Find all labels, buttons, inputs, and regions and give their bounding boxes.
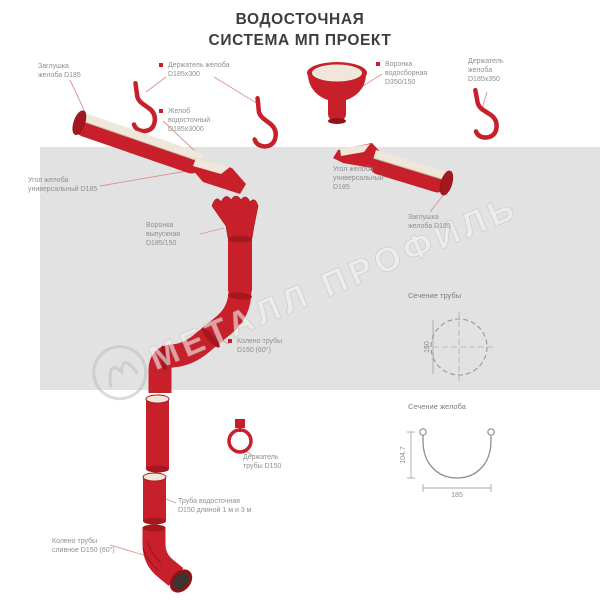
leader-plug-left [69, 79, 87, 115]
gutter-holder-icon [131, 80, 158, 134]
watermark-text: МЕТАЛЛ ПРОФИЛЬ [144, 188, 524, 378]
label-pipe-holder: Держатель трубы D150 [243, 454, 282, 471]
watermark-logo-icon [92, 345, 148, 401]
label-gutter-holder-350: Держатель желоба D185х350 [468, 58, 504, 84]
leader-elbow-drain [109, 544, 148, 557]
label-gutter-plug-left: Заглушка желоба D185 [38, 63, 81, 80]
label-bullet [376, 62, 380, 66]
gutter-left [72, 110, 204, 174]
label-corner-right: Угол желоба универсальный D185 [333, 166, 384, 192]
pipe-opening [173, 572, 189, 590]
label-section-gutter-title: Сечение желоба [408, 402, 466, 411]
pipe-holder-part [227, 419, 253, 454]
gutter-right [370, 150, 454, 196]
gutter-corner-left-part [191, 158, 246, 194]
label-pipe-elbow: Колено трубы D150 (60°) [228, 337, 282, 355]
label-corner-left: Угол желоба универсальный D185 [28, 177, 98, 194]
gutter-right-interior [373, 150, 449, 181]
gutter-left-body [76, 119, 201, 174]
page-title: ВОДОСТОЧНАЯ СИСТЕМА МП ПРОЕКТ [0, 10, 600, 52]
label-pipe: Труба водосточная D150 длиной 1 м и 3 м [178, 498, 252, 515]
outlet-funnel-part [211, 195, 259, 239]
gutter-corner-right-part [333, 143, 383, 169]
gutter-holder-icon [252, 95, 278, 149]
drain-elbow-part [142, 524, 193, 593]
downpipe-upper [148, 235, 252, 393]
page-title-line2: СИСТЕМА МП ПРОЕКТ [208, 31, 392, 49]
label-gutter-holder-300: Держатель желоба D185х300 [159, 61, 230, 79]
dimension-gutter-width: 185 [451, 492, 463, 499]
gutter-plug-right-part [439, 170, 454, 196]
gutter-left-interior [79, 112, 204, 162]
label-collect-funnel: Воронка водосборная D350/150 [376, 60, 427, 87]
leader-holder300-b [213, 76, 259, 105]
downpipe-middle [145, 394, 170, 473]
label-bullet [159, 63, 163, 67]
label-gutter: Желоб водосточный D185х3000 [159, 107, 210, 134]
dimension-gutter-height: 104.7 [400, 446, 407, 464]
section-pipe-diagram [424, 312, 494, 382]
label-bullet [159, 109, 163, 113]
section-gutter-diagram [407, 428, 495, 492]
label-bullet [228, 339, 232, 343]
gutter-plug-left-part [72, 110, 87, 135]
leader-funnel-collect [359, 73, 383, 89]
collect-funnel-part [307, 62, 367, 124]
label-outlet-funnel: Воронка выпускная D185/150 [146, 222, 181, 248]
gutter-holder-icon [473, 87, 499, 140]
label-section-pipe-title: Сечение трубы [408, 291, 462, 300]
gutter-hook-holders [131, 80, 499, 149]
label-drain-elbow: Колено трубы сливное D150 (60°) [52, 538, 115, 555]
leader-gutter [162, 120, 197, 153]
leader-corner-left [99, 169, 194, 187]
label-gutter-plug-right: Заглушка желоба D185 [408, 214, 451, 231]
page-title-line1: ВОДОСТОЧНАЯ [235, 11, 365, 28]
downpipe-lower [142, 472, 167, 525]
gutter-right-body [370, 157, 447, 193]
dimension-pipe-diameter: 150 [424, 341, 431, 353]
leader-holder300-a [145, 76, 167, 93]
leader-funnel-outlet [199, 227, 225, 235]
